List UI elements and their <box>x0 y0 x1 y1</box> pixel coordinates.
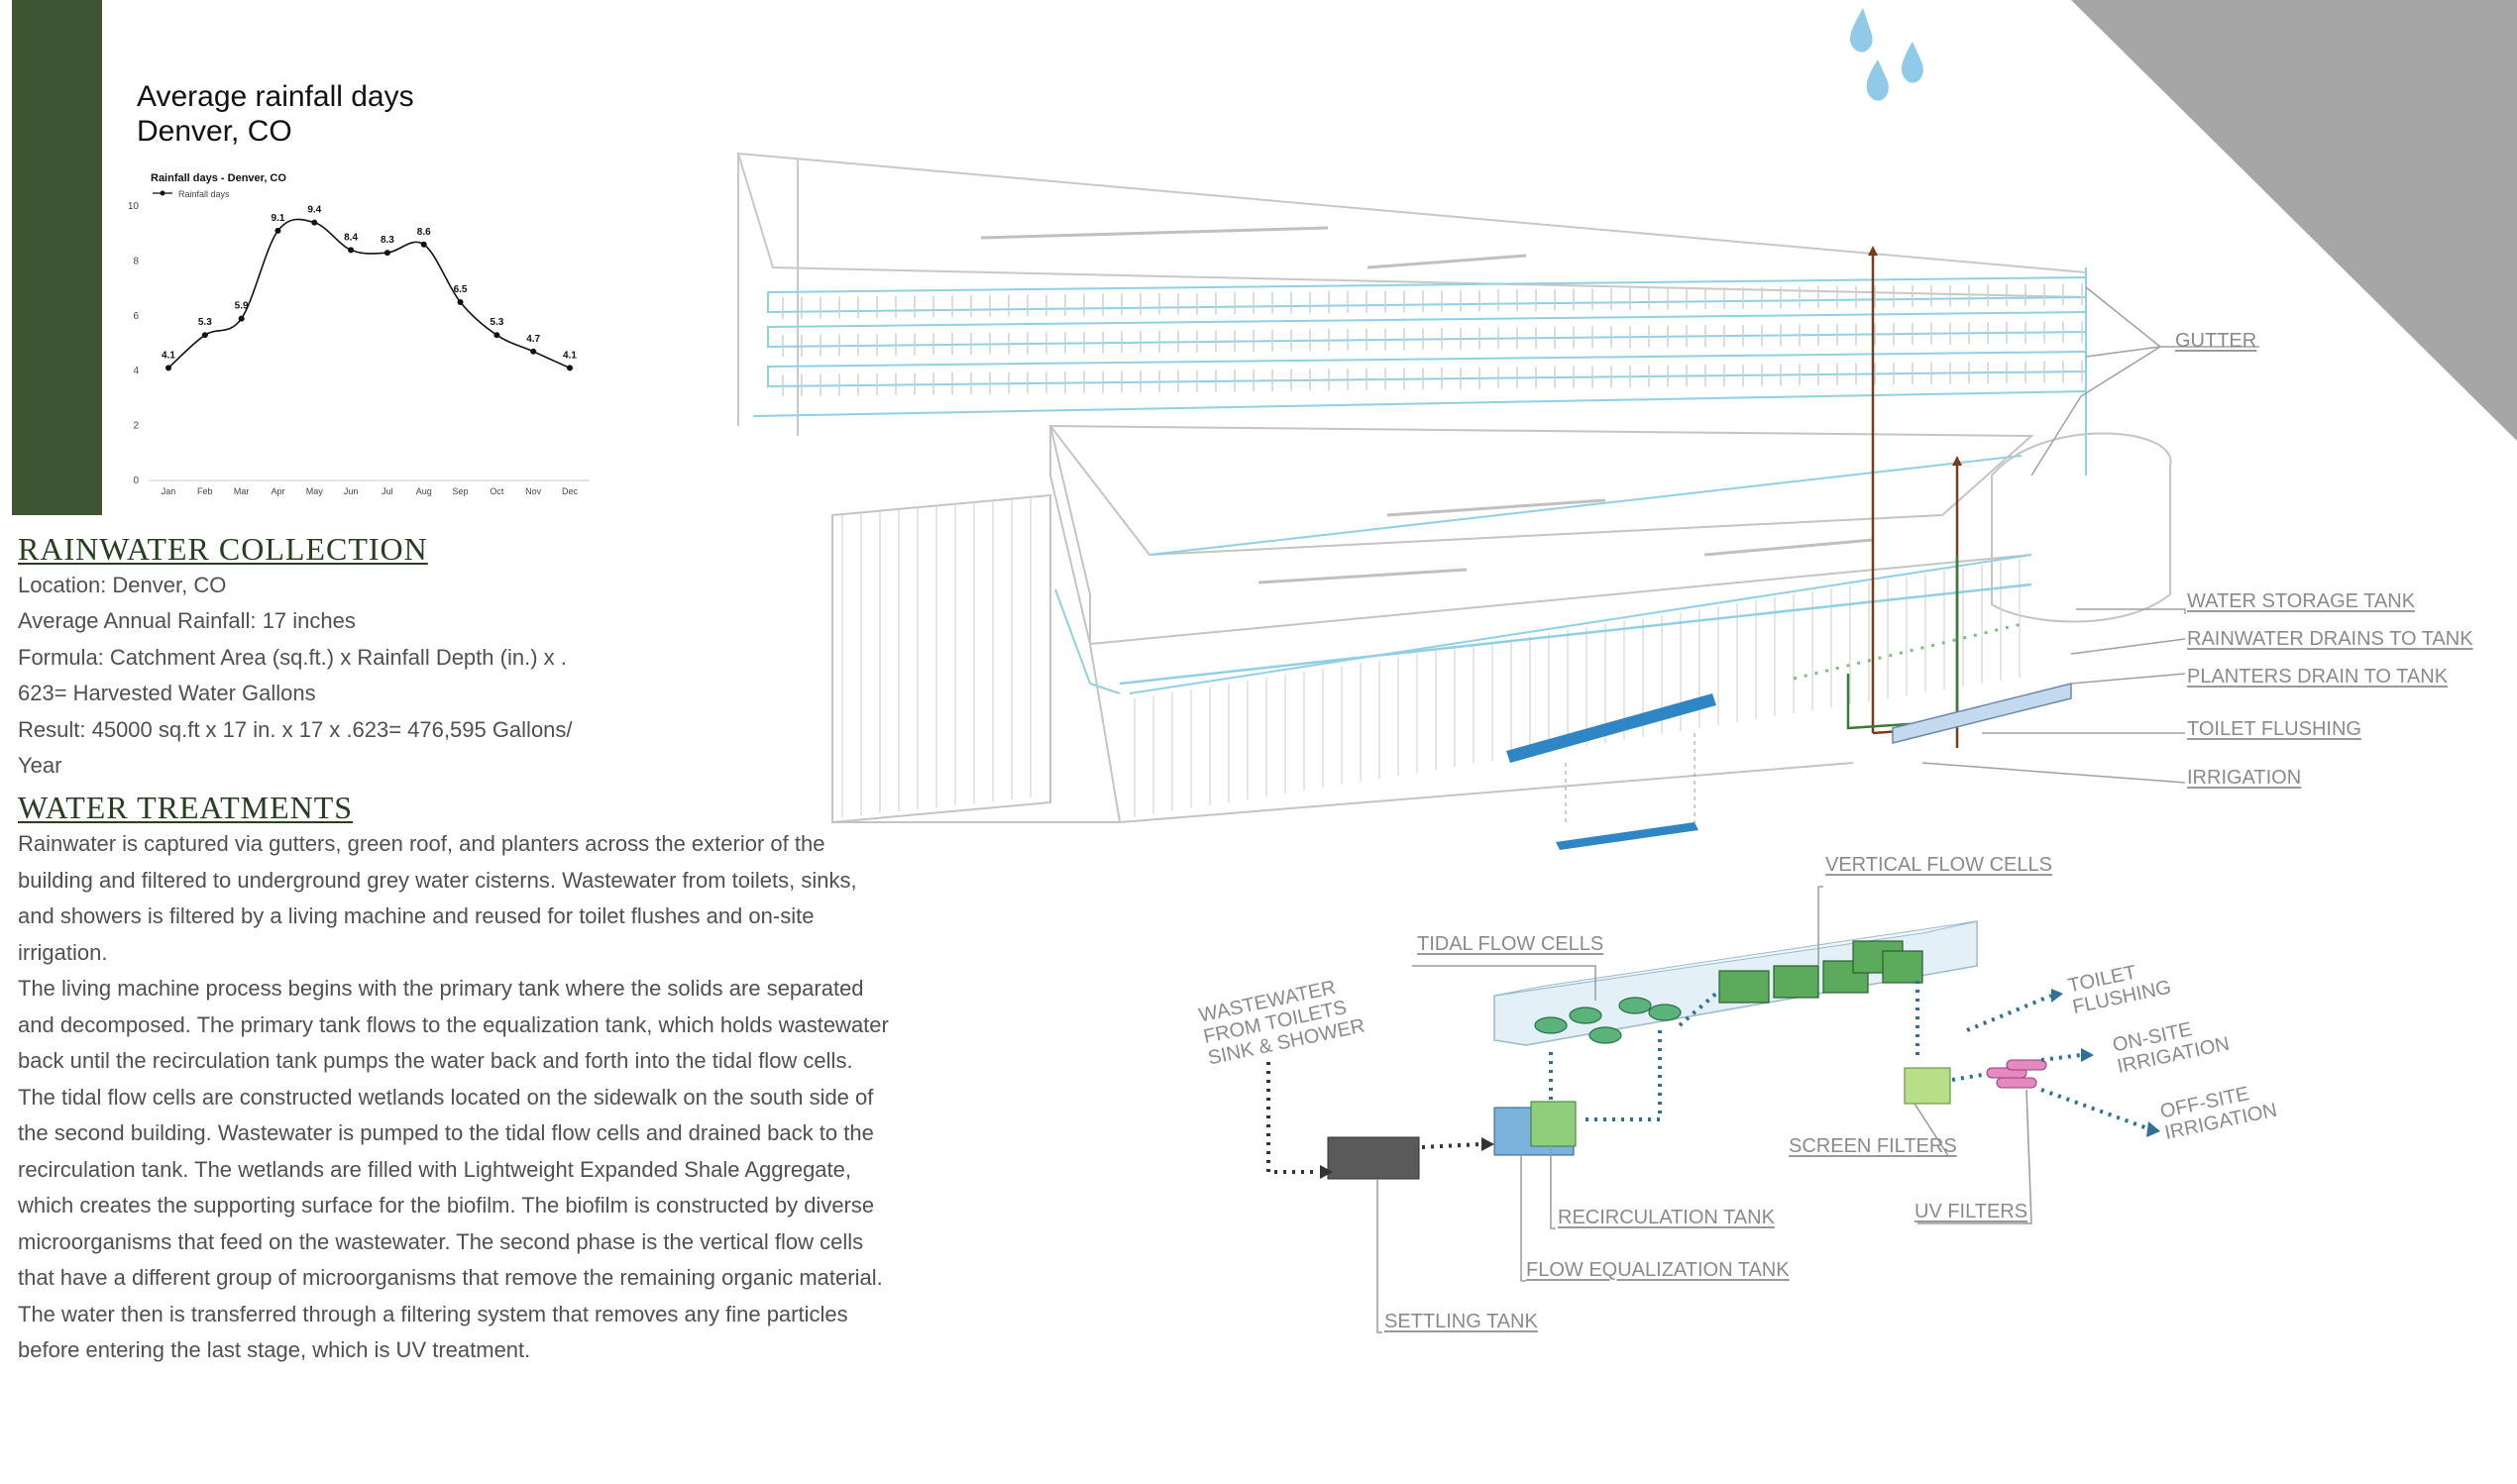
water-storage-tank-shape <box>1892 683 2072 744</box>
uv-filters-label: UV FILTERS <box>1915 1201 2028 1222</box>
pipe-arrow-icon <box>1952 456 1962 466</box>
formula-text-line1: Formula: Catchment Area (sq.ft.) x Rainf… <box>18 645 567 670</box>
data-label: 5.3 <box>198 317 212 328</box>
building-leader-lines <box>1921 286 2259 784</box>
living-machine <box>1327 920 2047 1180</box>
data-point <box>165 365 171 371</box>
data-point <box>274 227 281 234</box>
rainwater-drains-label: RAINWATER DRAINS TO TANK <box>2187 628 2473 650</box>
data-point <box>201 332 208 339</box>
result-text-line1: Result: 45000 sq.ft x 17 in. x 17 x .623… <box>18 717 573 742</box>
toilet-flushing-label: TOILET FLUSHING <box>2187 718 2361 740</box>
water-storage-tank-label: WATER STORAGE TANK <box>2187 590 2416 612</box>
data-point <box>348 247 355 254</box>
flow-equalization-tank-label: FLOW EQUALIZATION TANK <box>1526 1259 1790 1281</box>
rain-collection-trough <box>1506 693 1716 763</box>
settling-tank-shape <box>1327 1136 1420 1180</box>
data-label: 5.3 <box>490 317 503 328</box>
y-tick-label: 2 <box>133 421 139 432</box>
rainwater-collection-heading: RAINWATER COLLECTION <box>18 531 428 567</box>
rainfall-chart: Average rainfall days Denver, CO Rainfal… <box>129 79 604 505</box>
vertical-flow-cells-label: VERTICAL FLOW CELLS <box>1825 854 2052 876</box>
location-text: Location: Denver, CO <box>18 573 227 597</box>
planters-drain-label: PLANTERS DRAIN TO TANK <box>2187 666 2449 688</box>
treatment-leader-lines <box>1376 886 2032 1333</box>
flow-arrowheads <box>1320 989 2160 1179</box>
data-label: 8.6 <box>417 227 431 238</box>
data-label: 8.3 <box>381 235 394 246</box>
flow-arrows <box>1266 981 2151 1174</box>
data-label: 4.1 <box>563 350 577 361</box>
x-tick-label: Nov <box>525 486 542 496</box>
screen-filters-label: SCREEN FILTERS <box>1789 1135 1957 1157</box>
data-point <box>530 348 537 355</box>
x-tick-label: Mar <box>234 486 250 496</box>
x-tick-label: May <box>306 486 324 496</box>
data-label: 6.5 <box>454 284 468 295</box>
chart-heading: Average rainfall days Denver, CO <box>137 79 414 149</box>
data-label: 4.1 <box>162 350 175 361</box>
tidal-flow-cells-label: TIDAL FLOW CELLS <box>1417 933 1604 955</box>
x-tick-label: Sep <box>453 486 469 496</box>
data-point <box>383 250 390 257</box>
rainfall-line-chart: Rainfall days - Denver, CO Rainfall days 0… <box>129 172 590 496</box>
flow-equalization-tank-shape <box>1530 1101 1577 1147</box>
data-label: 5.9 <box>235 301 249 312</box>
x-tick-label: Jun <box>344 486 359 496</box>
drain-pipes <box>1846 256 1959 748</box>
y-tick-label: 8 <box>133 256 139 266</box>
upper-building-windows <box>782 283 2083 396</box>
y-tick-label: 0 <box>133 476 139 486</box>
x-tick-label: Aug <box>416 486 432 496</box>
sidebar-accent-bar <box>12 0 102 515</box>
y-tick-label: 6 <box>133 311 139 322</box>
x-tick-label: Apr <box>271 486 284 496</box>
chart-heading-line1: Average rainfall days <box>137 80 414 113</box>
irrigation-label: IRRIGATION <box>2187 767 2302 789</box>
data-label: 4.7 <box>526 334 540 345</box>
settling-tank-label: SETTLING TANK <box>1384 1311 1538 1332</box>
data-point <box>311 219 318 226</box>
underground-cistern <box>1556 822 1698 850</box>
treatments-paragraph-1: Rainwater is captured via gutters, green… <box>18 831 857 965</box>
annual-rainfall-text: Average Annual Rainfall: 17 inches <box>18 608 356 633</box>
legend-marker <box>160 190 165 196</box>
data-point <box>238 315 245 322</box>
recirculation-tank-label: RECIRCULATION TANK <box>1558 1207 1775 1228</box>
chart-heading-line2: Denver, CO <box>137 115 292 148</box>
y-tick-label: 10 <box>129 201 139 212</box>
x-tick-label: Dec <box>562 486 579 496</box>
data-point <box>493 332 500 339</box>
roof-skylights <box>980 226 1874 584</box>
data-point <box>567 365 573 371</box>
data-point <box>420 241 427 248</box>
chart-title: Rainfall days - Denver, CO <box>151 172 286 184</box>
legend-label: Rainfall days <box>178 189 230 199</box>
result-text-line2: Year <box>18 753 62 778</box>
data-label: 9.4 <box>307 205 321 216</box>
data-label: 8.4 <box>344 232 358 243</box>
water-treatments-heading: WATER TREATMENTS <box>18 790 354 825</box>
screen-filter-shape <box>1904 1067 1951 1105</box>
lower-building <box>831 424 2172 824</box>
x-tick-label: Jan <box>162 486 176 496</box>
planter-drain-line <box>1793 622 2023 681</box>
formula-text-line2: 623= Harvested Water Gallons <box>18 681 316 705</box>
data-label: 9.1 <box>272 213 285 224</box>
y-tick-label: 4 <box>133 366 139 376</box>
gutter-label: GUTTER <box>2175 330 2257 352</box>
data-point <box>457 298 464 305</box>
upper-building <box>736 152 2087 436</box>
x-tick-label: Feb <box>197 486 213 496</box>
x-tick-label: Jul <box>382 486 393 496</box>
uv-filter-shape <box>1986 1059 2047 1089</box>
gutter-line <box>1119 583 2032 686</box>
pipe-arrow-icon <box>1868 246 1878 256</box>
x-tick-label: Oct <box>490 486 504 496</box>
treatments-paragraph-2: The living machine process begins with t… <box>18 976 889 1362</box>
